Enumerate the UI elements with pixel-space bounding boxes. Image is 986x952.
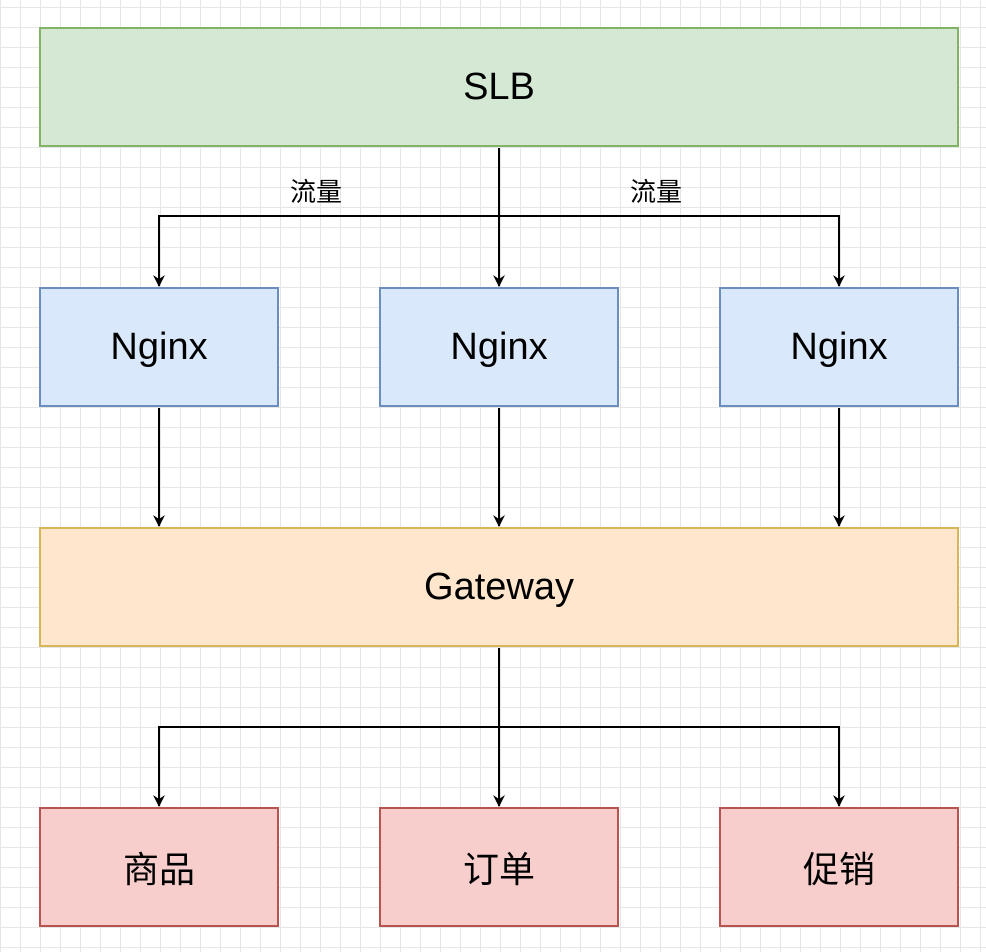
nginx-node-3[interactable]: Nginx [719,287,959,407]
promotion-service-node[interactable]: 促销 [719,807,959,927]
slb-node[interactable]: SLB [39,27,959,147]
traffic-label-left: 流量 [290,178,343,208]
slb-to-nginx-right-edge [499,215,845,287]
gateway-to-promo-edge [499,726,845,807]
traffic-label-right: 流量 [630,178,683,208]
nginx-node-1[interactable]: Nginx [39,287,279,407]
nginx-node-2[interactable]: Nginx [379,287,619,407]
order-service-node[interactable]: 订单 [379,807,619,927]
gateway-to-goods-edge [153,726,499,807]
gateway-node[interactable]: Gateway [39,527,959,647]
slb-to-nginx-left-edge [153,215,499,287]
goods-service-node[interactable]: 商品 [39,807,279,927]
